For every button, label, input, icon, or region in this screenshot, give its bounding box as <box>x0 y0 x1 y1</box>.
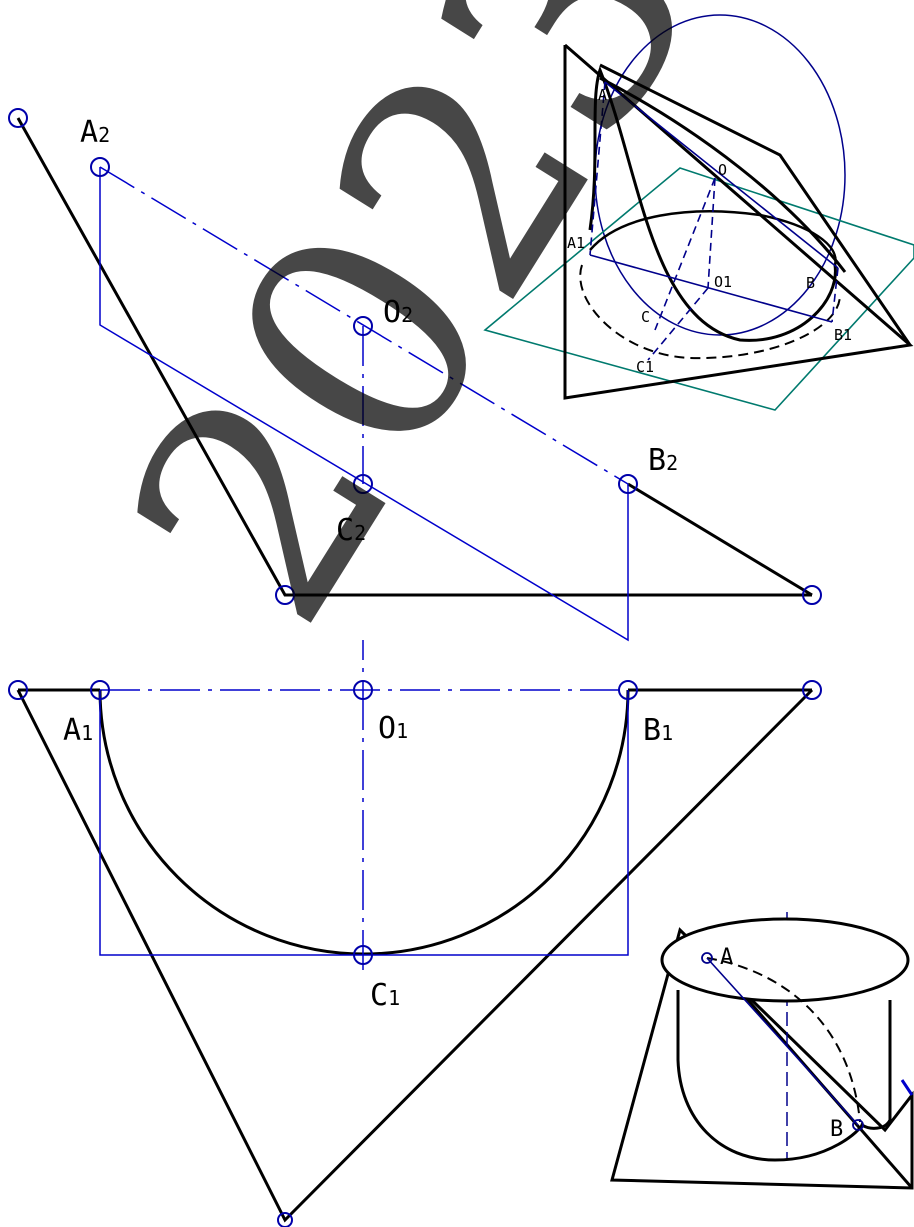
iso-line-o-c <box>654 177 716 331</box>
iso-line-a-a1 <box>589 81 606 256</box>
point-c1 <box>353 945 373 965</box>
label-a2: A2 <box>80 115 110 150</box>
point-apex-bottom <box>277 1212 293 1227</box>
iso-triangle-plane <box>563 43 914 400</box>
top-view-triangle <box>16 688 814 1223</box>
point-bottom-left <box>275 585 295 605</box>
iso-label-b: B <box>806 274 815 292</box>
iso-line-a1-b1 <box>589 254 833 323</box>
iso-line-a-b <box>604 81 839 269</box>
label-a1: A1 <box>63 713 93 748</box>
label-o1: O1 <box>378 711 408 746</box>
iso-line-o-o1 <box>707 177 716 289</box>
iso2-cup-body <box>676 990 892 1162</box>
iso2-top-ellipse <box>660 917 910 1003</box>
iso2-label-a: A <box>720 945 733 970</box>
front-view-edge-b2 <box>627 482 813 597</box>
label-c1: C1 <box>370 978 400 1013</box>
point-c2 <box>353 474 373 494</box>
point-bottom-right <box>802 585 822 605</box>
iso-label-a1: A1 <box>567 234 585 252</box>
projection-rect-top-view <box>99 690 629 956</box>
iso-line-o1-c1 <box>647 287 709 361</box>
isometric-view-bottom: A B <box>610 912 914 1190</box>
point-b2 <box>618 474 638 494</box>
projection-line-a2 <box>99 167 629 642</box>
isometric-view-top: A O A1 O1 B C B1 C1 <box>483 14 914 411</box>
iso-label-o: O <box>718 161 727 179</box>
iso-line-b-b1 <box>831 267 839 323</box>
iso-upper-ellipse-arc <box>589 210 837 266</box>
point-top-left <box>8 108 28 128</box>
iso2-label-b: B <box>830 1117 843 1142</box>
iso2-base-plane <box>610 927 914 1190</box>
iso2-blue-edge <box>900 1079 914 1096</box>
iso-green-plane <box>483 167 914 411</box>
iso-label-a: A <box>598 86 607 104</box>
label-b1: B1 <box>643 713 673 748</box>
point-a1 <box>90 680 110 700</box>
iso-label-b1: B1 <box>834 326 852 344</box>
iso-curve-ab <box>599 76 847 273</box>
point-o1 <box>353 680 373 700</box>
point-o2 <box>353 316 373 336</box>
front-view-outline <box>16 117 812 597</box>
watermark-2023: 2023 <box>64 0 765 678</box>
iso-half-cylinder <box>588 65 837 342</box>
label-b2: B2 <box>648 443 678 478</box>
axis-a2-b2 <box>99 166 629 485</box>
top-view: A1 O1 B1 C1 <box>8 680 822 1227</box>
iso2-line-a-b <box>706 957 859 1126</box>
iso-label-o1: O1 <box>714 273 732 291</box>
iso2-dashed-curve <box>706 957 861 1123</box>
iso-lower-dashed-ellipse <box>579 264 841 360</box>
iso-label-c1: C1 <box>636 358 654 376</box>
iso-triangle-edge <box>599 63 912 346</box>
point-a2 <box>90 157 110 177</box>
iso2-point-a <box>701 952 713 964</box>
half-circle-a1-b1 <box>98 689 630 956</box>
point-b1 <box>618 680 638 700</box>
point-left-top-view <box>8 680 28 700</box>
iso2-point-b <box>852 1119 864 1131</box>
label-c2: C2 <box>336 513 366 548</box>
point-right-top-view <box>802 680 822 700</box>
label-o2: O2 <box>383 295 413 330</box>
iso-label-c: C <box>641 308 650 326</box>
